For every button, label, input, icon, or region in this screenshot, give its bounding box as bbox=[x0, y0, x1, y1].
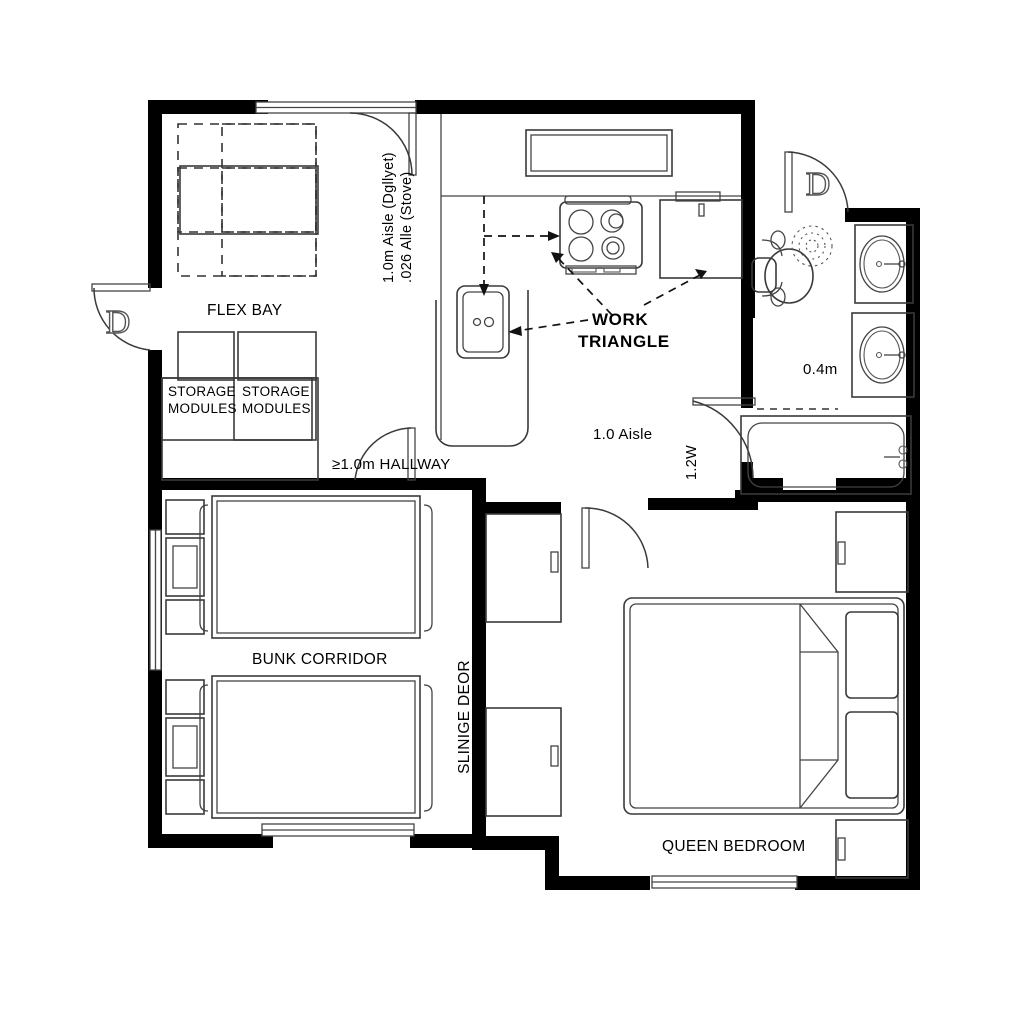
wall-queen-top-right bbox=[648, 498, 758, 510]
wall-right-outer bbox=[906, 208, 920, 890]
label-group: FLEX BAY STORAGE MODULES STORAGE MODULES… bbox=[168, 152, 838, 855]
wall-bottom-bunk-left bbox=[148, 834, 273, 848]
arrowhead-stove-diag bbox=[551, 252, 564, 263]
wall-kitchen-right-lower bbox=[741, 208, 755, 318]
door-group: D D bbox=[91, 112, 849, 569]
room-label-queen-bedroom: QUEEN BEDROOM bbox=[662, 838, 805, 855]
flex-bay-furniture bbox=[161, 123, 319, 481]
closet-lower-icon[interactable] bbox=[485, 707, 562, 817]
hallway-clearance-label: ≥1.0m HALLWAY bbox=[332, 456, 451, 473]
storage-bin-1[interactable] bbox=[177, 331, 235, 381]
aisle-clearance-label: 1.0 Aisle bbox=[593, 426, 652, 443]
wall-top-kitchen bbox=[415, 100, 755, 114]
wall-left-upper bbox=[148, 100, 162, 280]
pillow-upper-icon bbox=[845, 611, 899, 699]
flex-table[interactable] bbox=[179, 165, 319, 235]
wall-queen-top-far bbox=[735, 490, 920, 502]
arrowhead-fridge bbox=[695, 269, 707, 279]
window-flex-bay-top bbox=[255, 101, 417, 114]
storage-counter-run bbox=[161, 377, 319, 481]
sliding-door-label: SLINIGE DEOR bbox=[456, 660, 473, 774]
storage-module-2-line1: STORAGE bbox=[242, 384, 310, 399]
wall-left-mid bbox=[148, 350, 162, 485]
arrowhead-triangle-sink bbox=[508, 326, 522, 336]
wall-bottom-bunk-right bbox=[410, 834, 485, 848]
kitchen-sink-icon[interactable] bbox=[456, 285, 510, 359]
wall-group bbox=[148, 100, 920, 890]
wall-bottom-queen-right bbox=[795, 876, 920, 890]
wall-bunk-right-divider bbox=[472, 478, 486, 848]
wardrobe-upper-icon[interactable] bbox=[835, 511, 909, 593]
window-queen-bottom bbox=[651, 875, 798, 889]
counter-peninsula bbox=[435, 290, 529, 447]
window-bunk-bottom bbox=[261, 823, 415, 837]
closet-upper-icon[interactable] bbox=[485, 513, 562, 623]
bath-clearance-label: 0.4m bbox=[803, 361, 838, 378]
wall-queen-top-left bbox=[486, 502, 561, 514]
storage-module-1-line2: MODULES bbox=[168, 401, 237, 416]
storage-module-1-line1: STORAGE bbox=[168, 384, 236, 399]
leader-triangle-to-sink bbox=[515, 319, 589, 332]
leader-triangle-to-fridge bbox=[643, 274, 701, 306]
single-bed-upper-icon[interactable] bbox=[199, 495, 433, 639]
bathroom-fixtures bbox=[740, 224, 915, 495]
arrowhead-stove bbox=[548, 231, 560, 241]
refrigerator-icon[interactable] bbox=[659, 191, 743, 279]
stove-4-burner-icon[interactable] bbox=[559, 195, 643, 275]
room-label-bunk-corridor: BUNK CORRIDOR bbox=[252, 651, 388, 668]
door-flex-bay-entry[interactable]: D bbox=[91, 283, 151, 351]
door-glyph-icon: D bbox=[806, 166, 831, 203]
wall-bath-bottom-left bbox=[741, 478, 783, 490]
door-glyph-icon: D bbox=[106, 304, 131, 341]
door-bathroom-lower[interactable] bbox=[692, 397, 756, 479]
storage-module-2-line2: MODULES bbox=[242, 401, 311, 416]
kitchen-fixtures bbox=[435, 114, 743, 447]
shower-head-icon bbox=[791, 225, 833, 267]
wall-bath-top bbox=[845, 208, 920, 222]
wall-bath-bottom-right bbox=[836, 478, 920, 490]
storage-bin-2[interactable] bbox=[237, 331, 317, 381]
bathtub-icon[interactable] bbox=[740, 415, 912, 495]
queen-bedroom-furniture bbox=[485, 511, 909, 879]
queen-bed-icon[interactable] bbox=[623, 597, 905, 815]
vertical-width-note-label: 1.2W bbox=[684, 445, 700, 480]
work-triangle-label-line2: TRIANGLE bbox=[578, 332, 670, 351]
wall-kitchen-right-upper bbox=[741, 100, 755, 220]
nightstand-lower-icon[interactable] bbox=[165, 679, 205, 815]
wall-bottom-queen-left bbox=[545, 876, 650, 890]
wall-bunk-top bbox=[162, 478, 486, 490]
pillow-lower-icon bbox=[845, 711, 899, 799]
vertical-aisle-label-top: 1.0m Aisle (Dgllyet) bbox=[381, 152, 397, 283]
door-hallway[interactable] bbox=[354, 427, 416, 481]
nightstand-upper-icon[interactable] bbox=[165, 499, 205, 635]
wall-bath-left-a bbox=[741, 318, 753, 408]
single-bed-lower-icon[interactable] bbox=[199, 675, 433, 819]
wardrobe-lower-icon[interactable] bbox=[835, 819, 909, 879]
vertical-aisle-label-bottom: .026 Alle (Stove) bbox=[399, 172, 415, 284]
window-group bbox=[149, 101, 798, 889]
arrowhead-sink bbox=[479, 284, 489, 296]
toilet-icon[interactable] bbox=[751, 230, 814, 307]
work-triangle-annotation: WORK TRIANGLE bbox=[479, 196, 707, 351]
wall-step-horizontal bbox=[472, 836, 559, 850]
window-bunk-left bbox=[149, 529, 162, 671]
wall-left-jamb-a bbox=[148, 280, 162, 288]
bunk-corridor-furniture bbox=[165, 495, 433, 819]
door-flex-bay-top[interactable] bbox=[349, 112, 417, 176]
door-bathroom-top[interactable]: D bbox=[784, 151, 849, 213]
upper-cabinet-icon bbox=[525, 129, 673, 177]
room-label-flex-bay: FLEX BAY bbox=[207, 302, 282, 319]
flex-convertible-zone-icon bbox=[177, 123, 317, 277]
vanity-sink-lower-icon[interactable] bbox=[851, 312, 915, 398]
wall-top-left bbox=[148, 100, 268, 114]
work-triangle-label-line1: WORK bbox=[592, 310, 648, 329]
vanity-sink-upper-icon[interactable] bbox=[854, 224, 914, 304]
door-queen-bedroom[interactable] bbox=[581, 507, 649, 569]
